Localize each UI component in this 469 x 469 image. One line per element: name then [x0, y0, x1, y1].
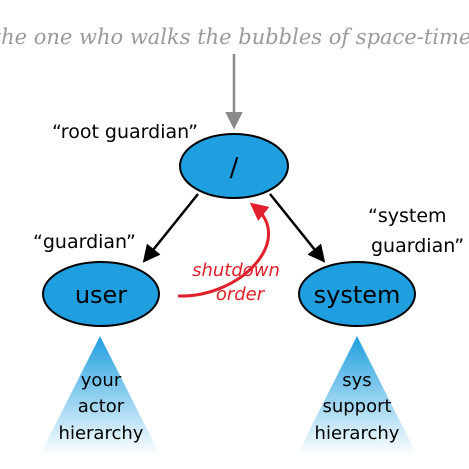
- shutdown-label-line1: shutdown: [192, 260, 280, 281]
- root-node: [179, 133, 289, 199]
- user-node: [42, 261, 160, 327]
- system-guardian-label-line1: “system: [368, 205, 447, 227]
- quote-text: “the one who walks the bubbles of space-…: [0, 25, 469, 49]
- system-hierarchy-line2: support: [322, 396, 391, 417]
- user-hierarchy-line2: actor: [78, 396, 125, 417]
- user-hierarchy-line3: hierarchy: [59, 423, 144, 444]
- root-node-text: /: [230, 153, 239, 183]
- user-hierarchy-line1: your: [81, 370, 122, 391]
- system-hierarchy-line3: hierarchy: [315, 423, 400, 444]
- system-guardian-label-line2: guardian”: [371, 235, 464, 257]
- shutdown-order-arrow: [177, 202, 270, 298]
- root-to-user-edge: [142, 193, 199, 263]
- guardian-label: “guardian”: [33, 231, 136, 253]
- root-to-system-edge: [269, 193, 326, 263]
- system-hierarchy-triangle: [297, 336, 417, 455]
- shutdown-label-line2: order: [216, 284, 266, 305]
- system-node: [298, 261, 416, 327]
- system-hierarchy-line1: sys: [342, 370, 371, 391]
- user-node-text: user: [75, 281, 127, 309]
- root-guardian-label: “root guardian”: [52, 121, 198, 143]
- user-hierarchy-triangle: [40, 336, 160, 455]
- system-node-text: system: [314, 281, 401, 309]
